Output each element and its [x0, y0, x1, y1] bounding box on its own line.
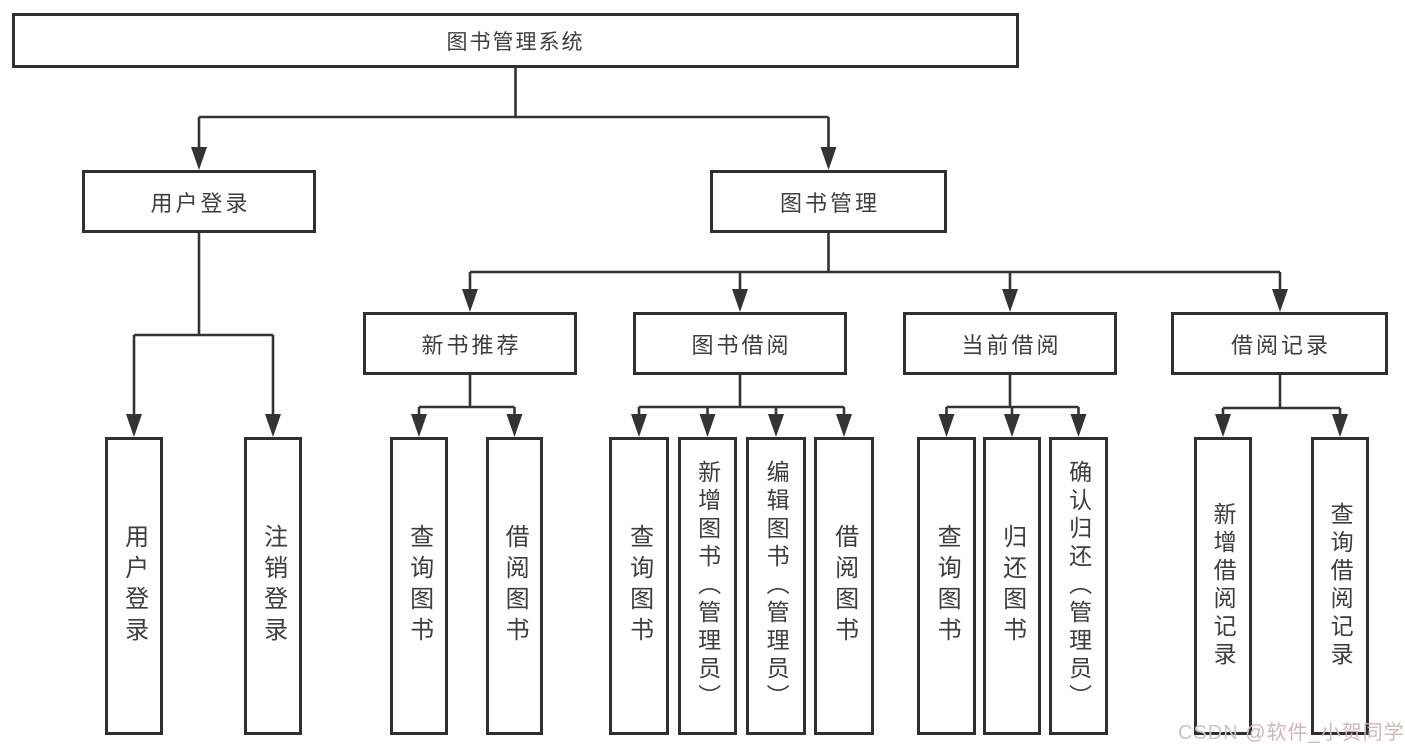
node-new-book-recommend: 新书推荐 — [363, 312, 577, 375]
node-book-management-label: 图书管理 — [779, 190, 880, 216]
node-book-borrow: 图书借阅 — [633, 312, 847, 375]
node-borrow-records-label: 借阅记录 — [1230, 332, 1331, 358]
leaf-records-add: 新增借阅记录 — [1194, 437, 1252, 735]
leaf-borrow-borrow: 借阅图书 — [814, 437, 874, 735]
leaf-borrow-edit-admin: 编辑图书（管理员） — [746, 437, 806, 735]
leaf-borrow-query: 查询图书 — [609, 437, 669, 735]
node-current-borrow-label: 当前借阅 — [961, 332, 1062, 358]
node-user-login: 用户登录 — [82, 170, 316, 233]
leaf-borrow-add-admin: 新增图书（管理员） — [678, 437, 737, 735]
leaf-current-return: 归还图书 — [983, 437, 1041, 735]
node-borrow-records: 借阅记录 — [1171, 312, 1388, 375]
leaf-logout: 注销登录 — [244, 437, 302, 735]
node-new-book-recommend-label: 新书推荐 — [421, 332, 522, 358]
leaf-user-login: 用户登录 — [105, 437, 163, 735]
leaf-records-query: 查询借阅记录 — [1311, 437, 1369, 735]
node-book-borrow-label: 图书借阅 — [691, 332, 792, 358]
leaf-newbook-query: 查询图书 — [390, 437, 448, 735]
leaf-current-confirm-admin: 确认归还（管理员） — [1049, 437, 1108, 735]
arrowhead-icons — [126, 147, 1348, 437]
node-current-borrow: 当前借阅 — [903, 312, 1117, 375]
leaf-current-query: 查询图书 — [917, 437, 976, 735]
node-book-management: 图书管理 — [710, 170, 947, 233]
node-root: 图书管理系统 — [12, 13, 1019, 68]
node-user-login-label: 用户登录 — [150, 190, 251, 216]
node-root-label: 图书管理系统 — [446, 30, 585, 54]
leaf-newbook-borrow: 借阅图书 — [486, 437, 543, 735]
